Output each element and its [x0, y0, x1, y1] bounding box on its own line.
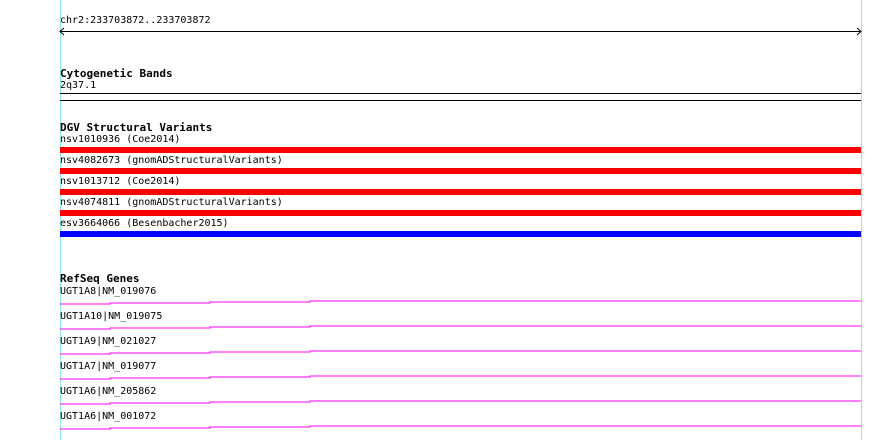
right-boundary [861, 0, 862, 440]
variant-bar[interactable] [60, 189, 861, 195]
cytoband-line [60, 93, 861, 94]
gene-label[interactable]: UGT1A6|NM_001072 [60, 411, 157, 422]
gene-label[interactable]: UGT1A10|NM_019075 [60, 311, 163, 322]
gene-label[interactable]: UGT1A7|NM_019077 [60, 361, 157, 372]
variant-label[interactable]: nsv1013712 (Coe2014) [60, 176, 181, 187]
left-boundary [60, 0, 61, 440]
variant-label[interactable]: nsv4082673 (gnomADStructuralVariants) [60, 155, 283, 166]
cytoband-line [60, 100, 861, 101]
variant-label[interactable]: nsv4074811 (gnomADStructuralVariants) [60, 197, 283, 208]
variant-bar[interactable] [60, 210, 861, 216]
variant-label[interactable]: esv3664066 (Besenbacher2015) [60, 218, 229, 229]
gene-label[interactable]: UGT1A6|NM_205862 [60, 386, 157, 397]
variant-label[interactable]: nsv1010936 (Coe2014) [60, 134, 181, 145]
variant-bar[interactable] [60, 168, 861, 174]
gene-label[interactable]: UGT1A9|NM_021027 [60, 336, 157, 347]
cytoband-label[interactable]: 2q37.1 [60, 80, 97, 91]
cytoband-title: Cytogenetic Bands [60, 67, 173, 80]
variant-bar[interactable] [60, 231, 861, 237]
gene-label[interactable]: UGT1A8|NM_019076 [60, 286, 157, 297]
dgv-title: DGV Structural Variants [60, 121, 213, 134]
refseq-title: RefSeq Genes [60, 272, 140, 285]
variant-bar[interactable] [60, 147, 861, 153]
ruler-arrow [59, 27, 862, 36]
ruler-label: chr2:233703872..233703872 [60, 15, 211, 26]
